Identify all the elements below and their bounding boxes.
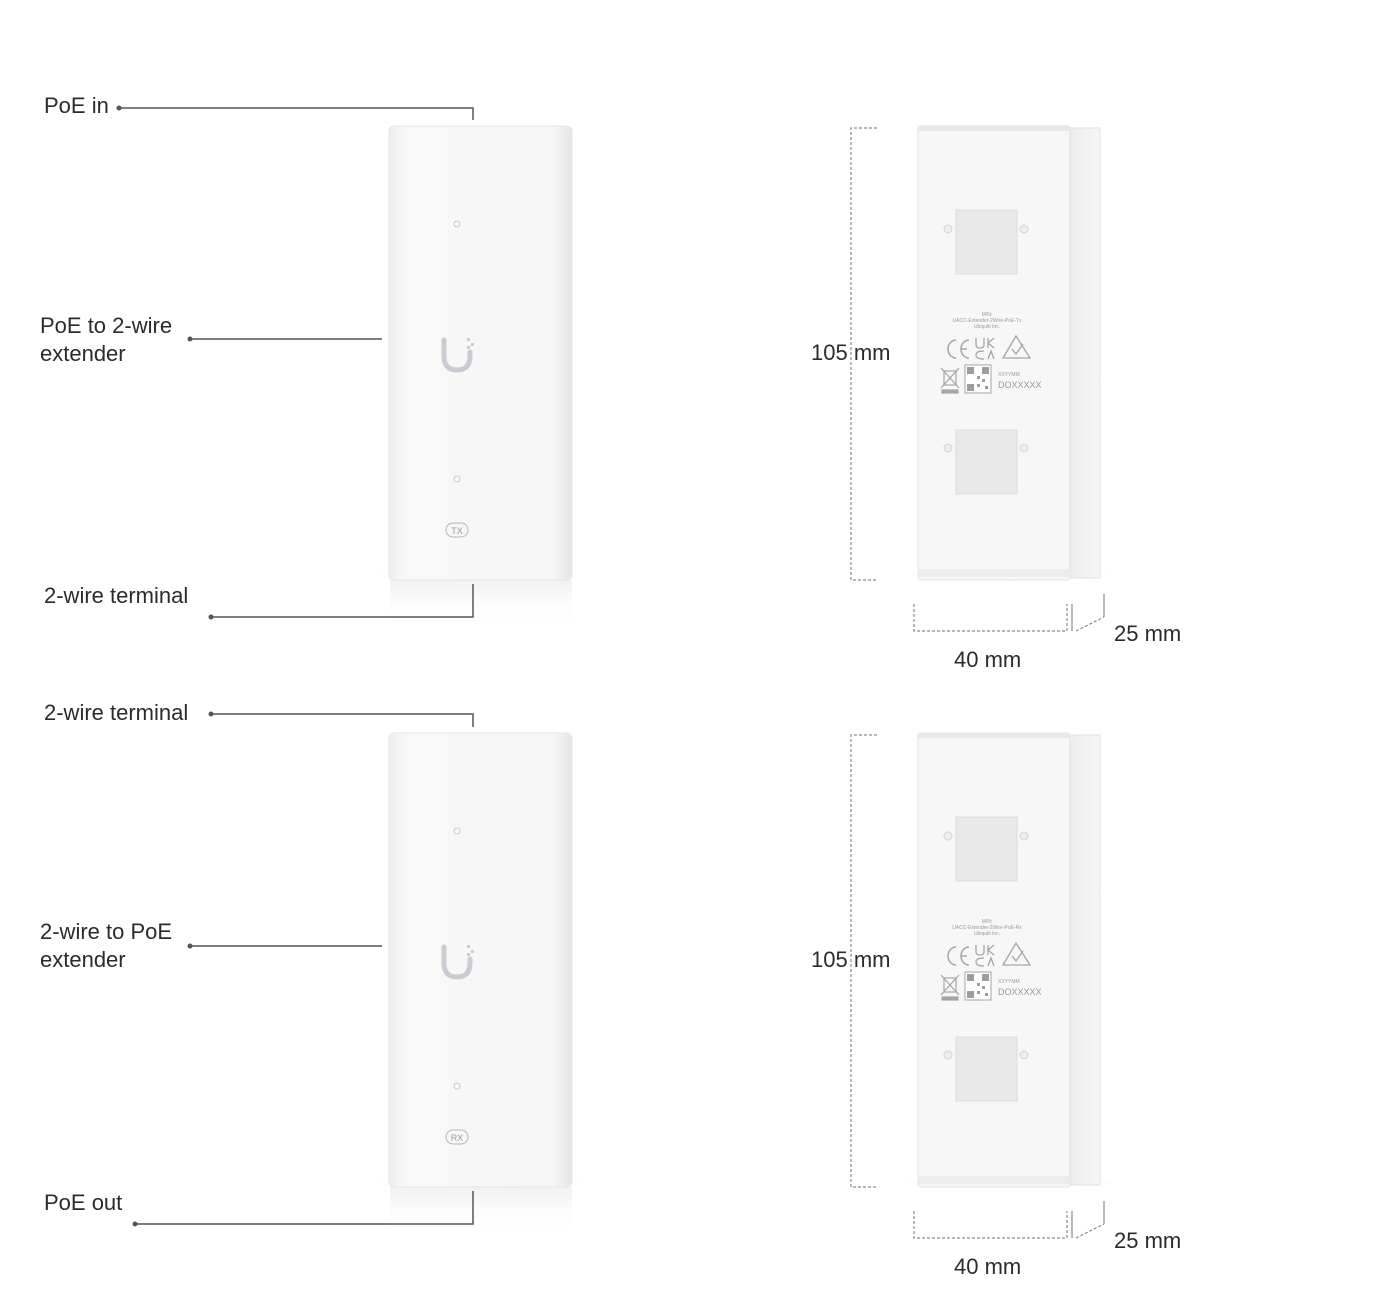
badge-outline	[445, 522, 469, 538]
mount-slot	[955, 1036, 1018, 1102]
status-led-icon	[453, 220, 461, 228]
status-led-icon	[453, 1082, 461, 1090]
dimension-depth: 25 mm	[1114, 1228, 1182, 1253]
tx-front-device	[350, 125, 610, 630]
rear-label-date-code: XXYYMM	[998, 372, 1020, 378]
rear-label-serial: DOXXXXX	[998, 380, 1042, 390]
qr-code-icon	[964, 971, 992, 1001]
label-poe-out: PoE out	[44, 1190, 123, 1215]
rear-label-line2: UACC-Extender-2Wire-PoE-Tx	[953, 318, 1022, 324]
rear-label-line3: Ubiquiti Inc.	[974, 324, 1000, 330]
ukca-mark-icon	[975, 337, 995, 360]
rx-badge: RX	[451, 1133, 464, 1143]
tx-dimension-lines	[850, 127, 1105, 632]
rcm-mark-icon	[1001, 334, 1032, 359]
tx-badge: TX	[451, 526, 463, 536]
dimension-depth: 25 mm	[1114, 621, 1182, 646]
qr-code-icon	[964, 364, 992, 394]
label-2wire-terminal: 2-wire terminal	[44, 700, 189, 725]
depth-ticks	[1071, 1201, 1105, 1238]
status-led-icon	[453, 827, 461, 835]
depth-dimension	[1075, 1223, 1105, 1239]
mount-slot	[955, 429, 1018, 495]
ce-mark-icon	[947, 946, 970, 966]
ubiquiti-logo-icon	[441, 337, 474, 373]
dimension-width: 40 mm	[954, 647, 1022, 672]
tx-callout-lines	[119, 107, 474, 618]
rx-front-device	[350, 732, 610, 1237]
label-device-line2: extender	[40, 947, 126, 972]
label-device-line1: PoE to 2-wire	[40, 313, 173, 338]
depth-ticks	[1071, 594, 1105, 631]
callout-dots	[116, 105, 214, 620]
device-top-edge	[918, 733, 1070, 738]
status-led-icon	[453, 475, 461, 483]
height-dimension	[850, 734, 877, 1188]
rear-label-line1: M/N:	[982, 312, 993, 318]
rx-rear-device: M/N: UACC-Extender-2Wire-PoE-Rx Ubiquiti…	[880, 732, 1140, 1195]
terminal-leader	[211, 713, 474, 727]
dimension-height: 105 mm	[811, 947, 891, 972]
label-2wire-terminal: 2-wire terminal	[44, 583, 189, 608]
device-body	[388, 125, 573, 581]
device-bottom-edge	[918, 1176, 1070, 1184]
label-device-line2: extender	[40, 341, 126, 366]
device-back	[917, 732, 1071, 1188]
poe-out-leader	[135, 1191, 474, 1225]
weee-bin-icon	[940, 974, 960, 1001]
tx-rear-device: M/N: UACC-Extender-2Wire-PoE-Tx Ubiquiti…	[880, 125, 1140, 588]
rx-dimension-lines	[850, 734, 1105, 1239]
callout-dots	[132, 711, 214, 1227]
dimension-height: 105 mm	[811, 340, 891, 365]
device-reflection	[390, 1187, 572, 1237]
rear-label-line2: UACC-Extender-2Wire-PoE-Rx	[952, 925, 1022, 931]
dimension-width: 40 mm	[954, 1254, 1022, 1279]
badge-outline	[445, 1129, 469, 1145]
device-back	[917, 125, 1071, 581]
device-side	[1067, 734, 1101, 1186]
rear-label-line1: M/N:	[982, 919, 993, 925]
device-bottom-edge	[918, 569, 1070, 577]
width-dimension	[913, 604, 1068, 632]
terminal-leader	[211, 584, 474, 618]
weee-bin-icon	[940, 367, 960, 394]
device-body	[388, 732, 573, 1188]
poe-in-leader	[119, 107, 474, 120]
height-dimension	[850, 127, 877, 581]
ce-mark-icon	[947, 339, 970, 359]
device-top-edge	[918, 126, 1070, 131]
rear-label-line3: Ubiquiti Inc.	[974, 931, 1000, 937]
rear-label-serial: DOXXXXX	[998, 987, 1042, 997]
depth-dimension	[1075, 616, 1105, 632]
width-dimension	[913, 1211, 1068, 1239]
rear-label-date-code: XXYYMM	[998, 979, 1020, 985]
device-reflection	[390, 580, 572, 630]
ukca-mark-icon	[975, 944, 995, 967]
mount-slot	[955, 209, 1018, 275]
ubiquiti-logo-icon	[441, 944, 474, 980]
label-poe-in: PoE in	[44, 93, 109, 118]
label-device-line1: 2-wire to PoE	[40, 919, 173, 944]
rx-callout-lines	[135, 713, 474, 1225]
mount-slot	[955, 816, 1018, 882]
device-side	[1067, 127, 1101, 579]
rcm-mark-icon	[1001, 941, 1032, 966]
